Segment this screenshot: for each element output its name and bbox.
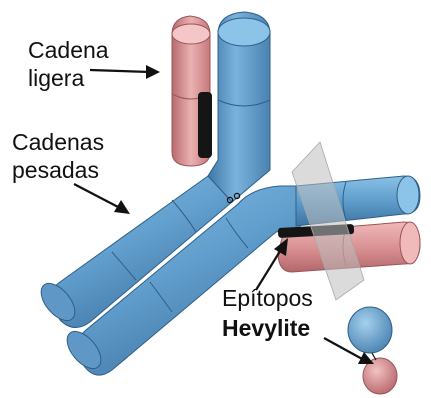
arrow-light-chain: [90, 65, 160, 79]
label-heavy-chains: Cadenas pesadas: [12, 129, 110, 183]
label-light-chain-line1: Cadena: [28, 37, 109, 63]
arrow-heavy-chains: [74, 184, 130, 214]
label-hevylite: Hevylite: [222, 315, 310, 341]
free-chain-molecule: [348, 307, 397, 394]
epitope-band-upper: [198, 92, 212, 158]
label-light-chain: Cadena ligera: [28, 37, 115, 91]
label-heavy-chains-line1: Cadenas: [12, 129, 104, 155]
heavy-chain-upper-vertical: [208, 12, 270, 202]
label-heavy-chains-line2: pesadas: [12, 157, 99, 183]
label-light-chain-line2: ligera: [28, 65, 84, 91]
label-epitopes: Epítopos: [222, 285, 313, 311]
